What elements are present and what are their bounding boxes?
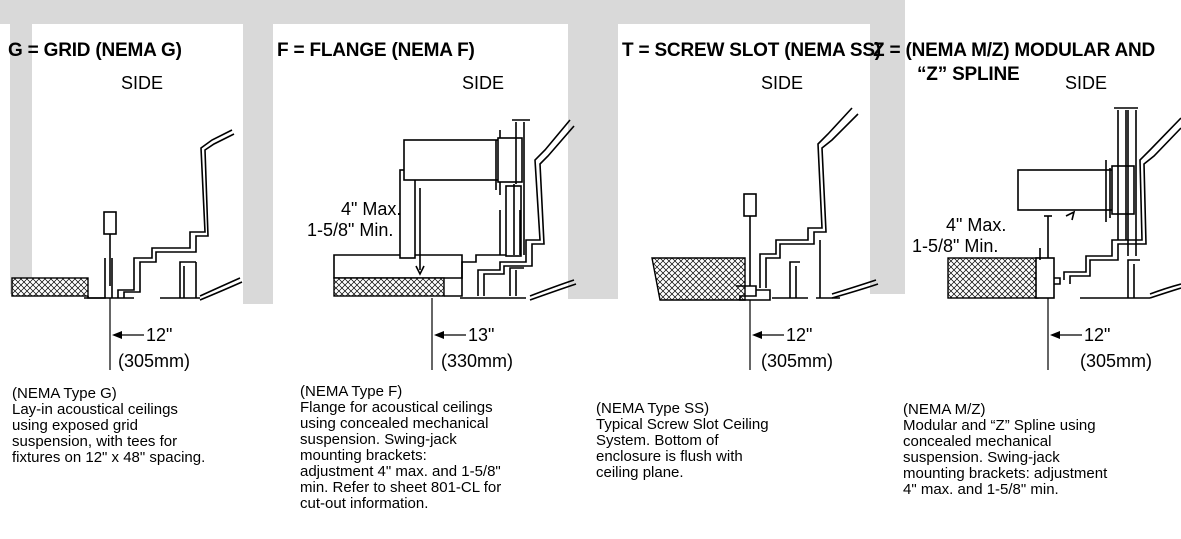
acoustical-tile [947,257,1039,299]
panel-title-grid: G = GRID (NEMA G) [8,40,182,61]
side-label-screw-slot: SIDE [761,73,804,93]
spacing-modular: 12" [1084,325,1111,345]
description-screw-slot: (NEMA Type SS) Typical Screw Slot Ceilin… [596,400,769,481]
spacing-arrows [112,331,1082,339]
grid-ceiling-drawing [11,129,243,370]
side-label-modular: SIDE [1065,73,1108,93]
flange-ceiling-drawing [333,119,577,370]
panel-title-flange: F = FLANGE (NEMA F) [277,40,475,61]
description-grid: (NEMA Type G) Lay-in acoustical ceilings… [12,385,206,466]
acoustical-tile [11,277,89,297]
background-column-f [568,24,618,299]
adjustment-min-flange: 1-5/8" Min. [307,220,394,240]
adjustment-max-modular: 4" Max. [946,215,1007,235]
background-band [0,0,905,24]
panel-title-screw-slot: T = SCREW SLOT (NEMA SS) [622,40,881,61]
spacing-mm-grid: (305mm) [118,351,191,371]
side-label-grid: SIDE [121,73,164,93]
panel-title-modular: Z = (NEMA M/Z) MODULAR AND [873,40,1156,61]
spacing-screw-slot: 12" [786,325,813,345]
side-label-flange: SIDE [462,73,505,93]
adjustment-max-flange: 4" Max. [341,199,402,219]
description-flange: (NEMA Type F) Flange for acoustical ceil… [300,383,502,512]
background-column-g [10,24,32,294]
description-modular: (NEMA M/Z) Modular and “Z” Spline using … [903,401,1108,498]
spacing-grid: 12" [146,325,173,345]
screw-slot-ceiling-drawing [651,107,879,370]
spacing-flange: 13" [468,325,495,345]
adjustment-min-modular: 1-5/8" Min. [912,236,999,256]
background-column-g2 [243,24,273,304]
spacing-mm-flange: (330mm) [441,351,514,371]
spacing-mm-modular: (305mm) [1080,351,1153,371]
background-column-t [870,24,905,294]
acoustical-tile [333,277,445,297]
panel-title-modular-line2: “Z” SPLINE [917,64,1020,85]
modular-spline-ceiling-drawing [947,107,1181,370]
spacing-mm-screw-slot: (305mm) [761,351,834,371]
acoustical-tile [651,257,746,301]
